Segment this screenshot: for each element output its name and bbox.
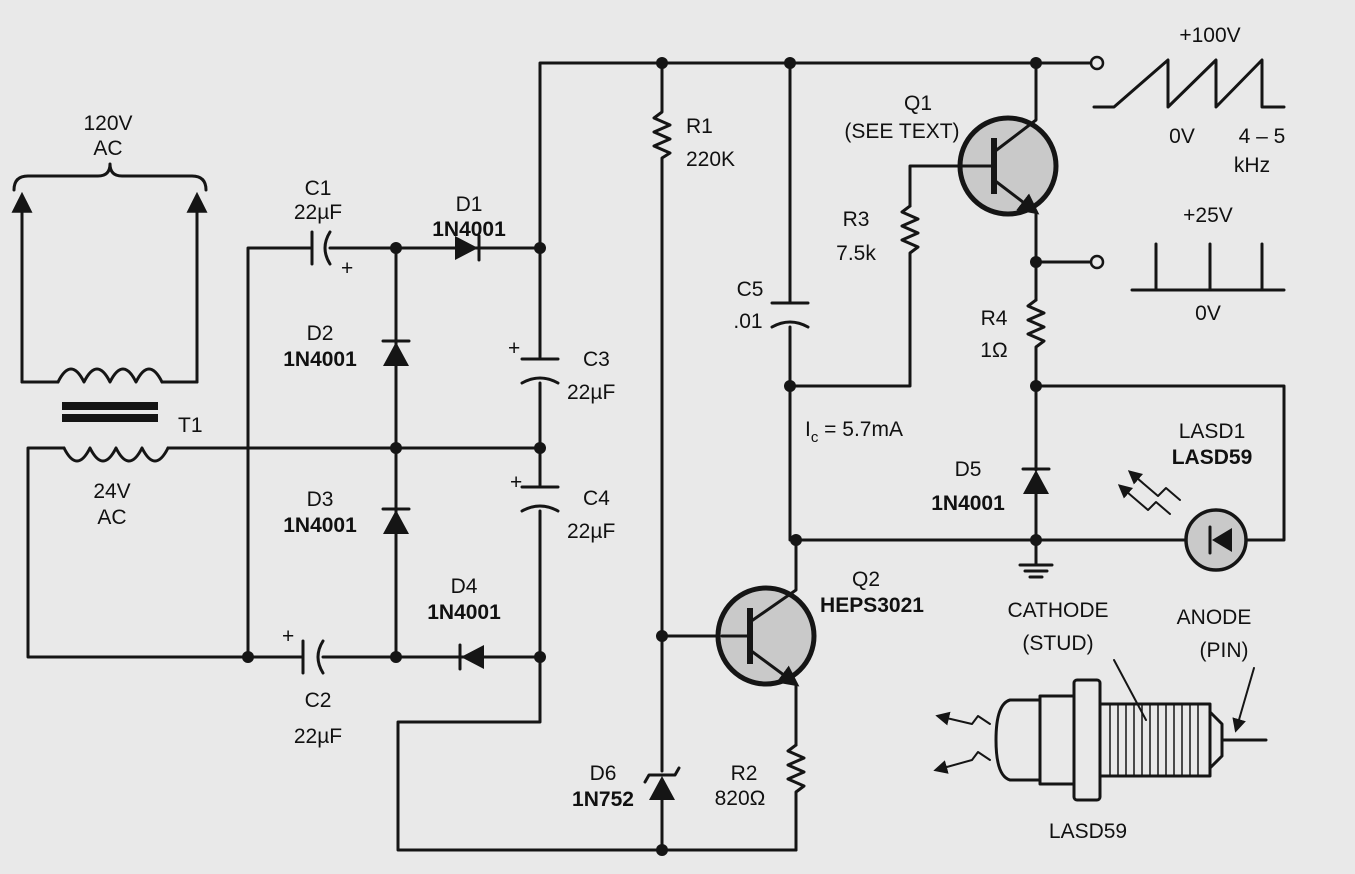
- d4-name: D4: [451, 575, 478, 598]
- waveform-bottom-peak: +25V: [1183, 204, 1233, 227]
- laser-diode-lasd1: [1117, 470, 1248, 572]
- c1-name: C1: [305, 177, 332, 200]
- secondary-voltage-label: 24V: [93, 480, 130, 503]
- waveform-top-freq-b: kHz: [1234, 154, 1270, 177]
- r4-name: R4: [981, 307, 1008, 330]
- waveform-bottom-base: 0V: [1195, 302, 1221, 325]
- q2-name: Q2: [852, 568, 880, 591]
- collector-current-label: Ic = 5.7mA: [805, 418, 903, 446]
- r3-name: R3: [843, 208, 870, 231]
- d5-laser-wiring: [1030, 380, 1286, 567]
- diode-d5: [1021, 467, 1051, 494]
- transistor-q1: [957, 61, 1059, 302]
- d2-part: 1N4001: [283, 348, 357, 371]
- zener-d6: [643, 766, 681, 800]
- resistor-r3: [900, 204, 920, 264]
- c4-plus: +: [510, 471, 522, 494]
- package-cathode-label: CATHODE: [1007, 599, 1108, 622]
- sawtooth-waveform: [1092, 58, 1286, 109]
- laser-part: LASD59: [1172, 446, 1253, 469]
- r1-name: R1: [686, 115, 713, 138]
- d5-name: D5: [955, 458, 982, 481]
- laser-name: LASD1: [1179, 420, 1246, 443]
- d4-part: 1N4001: [427, 601, 501, 624]
- package-cathode-note: (STUD): [1022, 632, 1093, 655]
- c5-name: C5: [737, 278, 764, 301]
- q2-part: HEPS3021: [820, 594, 924, 617]
- primary-type-label: AC: [93, 137, 122, 160]
- waveform-top-peak: +100V: [1179, 24, 1240, 47]
- ground-symbol: [1018, 563, 1054, 579]
- package-anode-note: (PIN): [1200, 639, 1249, 662]
- d3-part: 1N4001: [283, 514, 357, 537]
- d6-name: D6: [590, 762, 617, 785]
- c5-value: .01: [733, 310, 762, 333]
- secondary-type-label: AC: [97, 506, 126, 529]
- capacitor-c5: [770, 301, 810, 329]
- primary-voltage-label: 120V: [83, 112, 132, 135]
- c2-value: 22µF: [294, 725, 342, 748]
- capacitor-c4: [520, 485, 560, 513]
- laser-package-drawing: [933, 659, 1268, 802]
- c4-name: C4: [583, 487, 610, 510]
- transformer-name: T1: [178, 414, 203, 437]
- q1-note: (SEE TEXT): [844, 120, 959, 143]
- pulse-waveform: [1130, 242, 1286, 292]
- c3-plus: +: [508, 337, 520, 360]
- c3-value: 22µF: [567, 381, 615, 404]
- c5-r3-wiring: [784, 57, 1042, 546]
- r4-value: 1Ω: [980, 339, 1007, 362]
- capacitor-c2: [301, 639, 325, 675]
- c2-plus: +: [282, 625, 294, 648]
- package-anode-label: ANODE: [1177, 606, 1252, 629]
- diode-d3: [381, 507, 411, 534]
- transformer-t1: [11, 162, 542, 659]
- d5-part: 1N4001: [931, 492, 1005, 515]
- d1-part: 1N4001: [432, 218, 506, 241]
- c2-name: C2: [305, 689, 332, 712]
- waveform-top-freq-a: 4 – 5: [1239, 125, 1286, 148]
- c4-value: 22µF: [567, 520, 615, 543]
- resistor-r4: [1026, 298, 1046, 472]
- q1-name: Q1: [904, 92, 932, 115]
- diode-d2: [381, 339, 411, 366]
- output-terminal-25v: [1030, 254, 1105, 270]
- junction-dots-left: [242, 242, 546, 663]
- c1-value: 22µF: [294, 201, 342, 224]
- d2-name: D2: [307, 322, 334, 345]
- c3-name: C3: [583, 348, 610, 371]
- c1-plus: +: [341, 257, 353, 280]
- waveform-top-base: 0V: [1169, 125, 1195, 148]
- resistor-r2: [786, 743, 806, 852]
- r1-value: 220K: [686, 148, 735, 171]
- d3-name: D3: [307, 488, 334, 511]
- diode-d1: [455, 234, 481, 262]
- diode-d4: [458, 643, 484, 671]
- capacitor-c3: [520, 357, 560, 385]
- multiplier-wiring: [246, 61, 1092, 852]
- r1-d6-column: [652, 57, 724, 856]
- output-terminal-100v: [1030, 55, 1105, 71]
- r2-value: 820Ω: [715, 787, 766, 810]
- package-part-label: LASD59: [1049, 820, 1127, 843]
- d6-part: 1N752: [572, 788, 634, 811]
- d1-name: D1: [456, 193, 483, 216]
- r3-value: 7.5k: [836, 242, 876, 265]
- transistor-q2: [715, 538, 817, 747]
- r2-name: R2: [731, 762, 758, 785]
- capacitor-c1: [310, 230, 332, 266]
